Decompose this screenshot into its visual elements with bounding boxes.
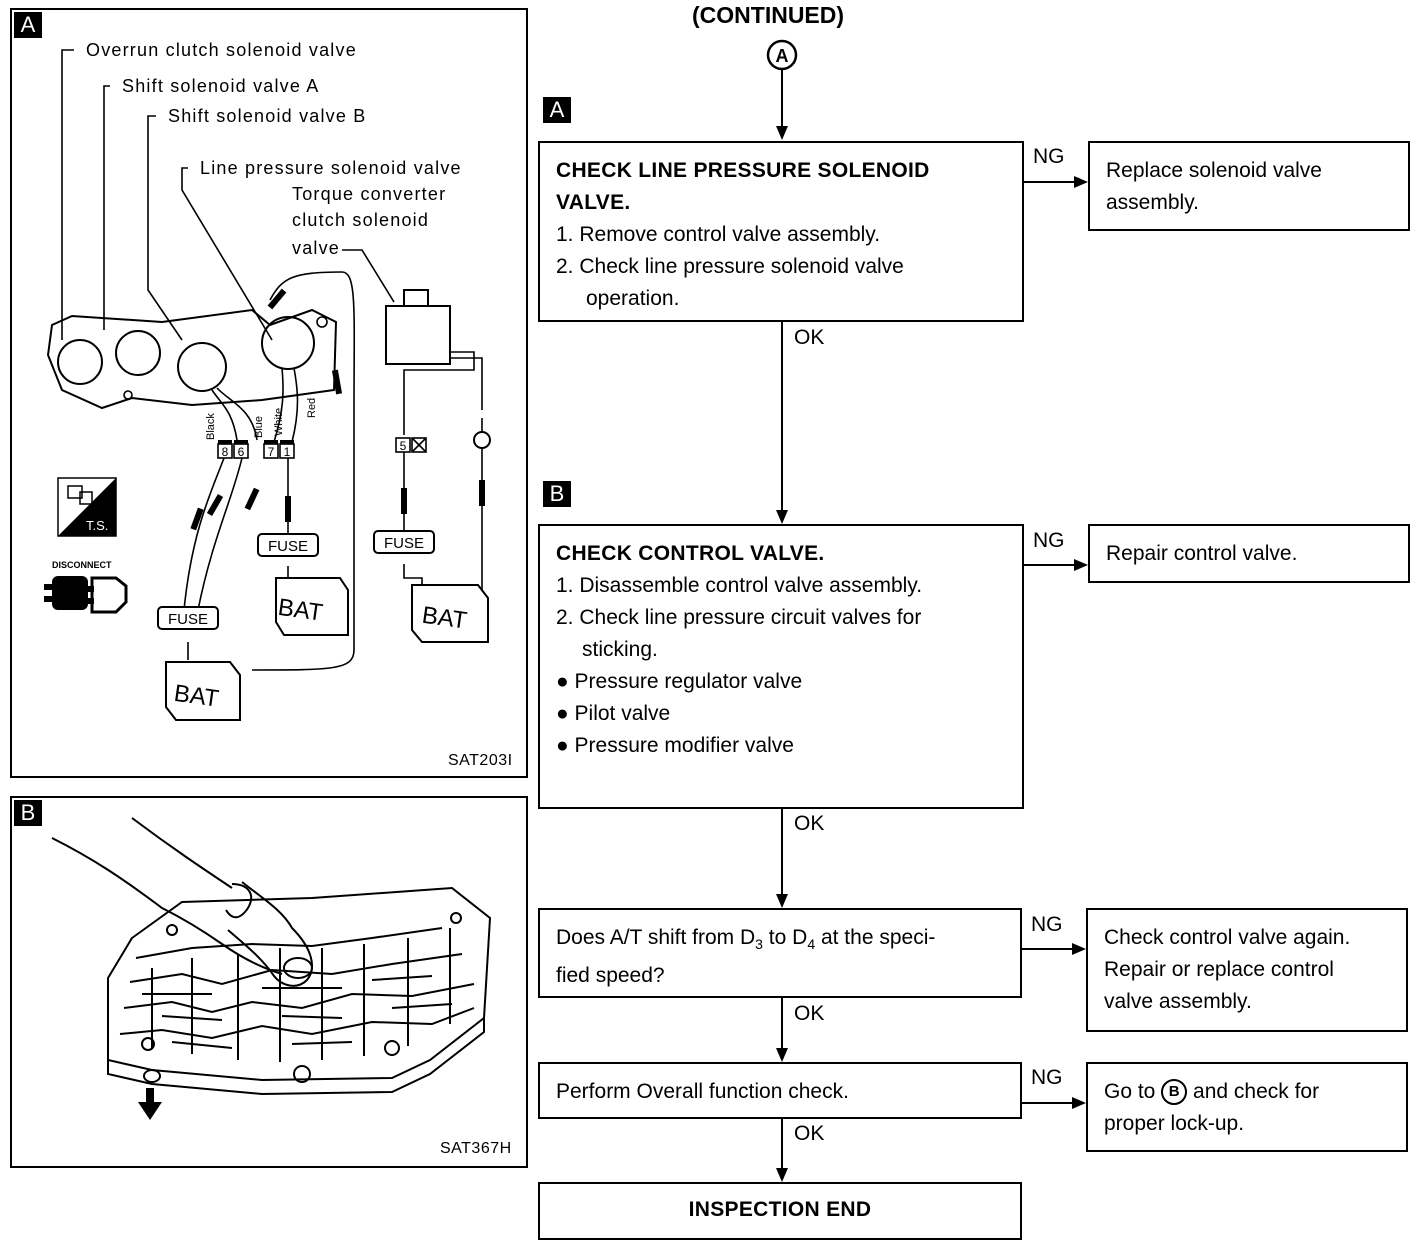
arrow-to-step3 [776,894,788,908]
step2-bullet2: ● Pilot valve [556,702,671,725]
ng2-text: Repair control valve. [1106,542,1298,565]
arrow-to-step1 [776,126,788,140]
ng-check-control-valve-again: Check control valve again. Repair or rep… [1086,908,1408,1032]
step-shift-d3-d4-question: Does A/T shift from D3 to D4 at the spec… [538,908,1022,998]
end-text: INSPECTION END [688,1198,872,1221]
connector-b-icon: B [1161,1079,1188,1105]
fuse-label-2: FUSE [384,535,424,552]
figure-b-panel: B [10,796,528,1168]
disconnect-label: DISCONNECT [52,560,112,570]
connector-a-letter: A [776,46,789,66]
ng3-line3: valve assembly. [1104,990,1252,1013]
figure-a-tag: A [14,12,42,38]
figure-b-tag: B [14,800,42,826]
label-tcc-line1: Torque converter [292,184,447,204]
step2-bullet1: ● Pressure regulator valve [556,670,803,693]
fuse-label-1: FUSE [268,538,308,555]
ng-arrow-3 [1072,943,1086,955]
step2-item1: 1. Disassemble control valve assembly. [556,574,923,597]
fuse-label-3: FUSE [168,611,208,628]
ng-go-to-b: Go to B and check for proper lock-up. [1086,1062,1408,1152]
ng-arrow-4 [1072,1097,1086,1109]
step2-item2: 2. Check line pressure circuit valves fo… [556,606,922,629]
step-check-line-pressure-solenoid: CHECK LINE PRESSURE SOLENOID VALVE. 1. R… [538,141,1024,322]
bat-label-1: BAT [276,594,325,627]
step-check-control-valve: CHECK CONTROL VALVE. 1. Disassemble cont… [538,524,1024,809]
arrow-to-step4 [776,1048,788,1062]
step1-item1: 1. Remove control valve assembly. [556,223,881,246]
continued-heading: (CONTINUED) [692,2,845,28]
figure-a-panel: A Overrun clutch solenoid valve Shift so… [10,8,528,778]
figure-a-code: SAT203I [448,752,513,769]
step2-title: CHECK CONTROL VALVE. [556,542,825,565]
label-shift-solenoid-a: Shift solenoid valve A [122,76,320,96]
label-shift-solenoid-b: Shift solenoid valve B [168,106,367,126]
flow-tag-a: A [543,97,571,123]
terminal-6: 6 [238,445,245,459]
step3-question-line1: Does A/T shift from D3 to D4 at the spec… [556,926,936,953]
ng4-line1: Go to B and check for [1104,1079,1320,1105]
ng-repair-control-valve: Repair control valve. [1088,524,1410,583]
step-overall-function-check: Perform Overall function check. [538,1062,1022,1119]
label-tcc-line2: clutch solenoid [292,210,430,230]
flow-tag-b: B [543,481,571,507]
ok-label-1: OK [794,326,825,349]
ng-label-1: NG [1033,145,1065,168]
control-valve-body-illustration [51,817,492,1120]
wire-red-label: Red [306,398,318,418]
inspection-end: INSPECTION END [538,1182,1022,1240]
step4-text: Perform Overall function check. [556,1080,849,1103]
arrow-to-end [776,1168,788,1182]
step2-bullet3: ● Pressure modifier valve [556,734,794,757]
label-line-pressure-solenoid: Line pressure solenoid valve [200,158,462,178]
step1-item2: 2. Check line pressure solenoid valve [556,255,904,278]
ts-icon: T.S. [57,477,117,537]
bat-label-3: BAT [172,680,221,713]
ng3-line1: Check control valve again. [1104,926,1351,949]
ng4-line2: proper lock-up. [1104,1112,1245,1135]
ok-label-3: OK [794,1002,825,1025]
step3-question-line2: fied speed? [556,964,665,988]
terminal-7: 7 [268,445,275,459]
label-tcc-line3: valve [292,238,341,258]
bat-label-2: BAT [420,602,469,635]
ok-label-2: OK [794,812,825,835]
step2-item2b: sticking. [582,638,658,661]
step1-title-line2: VALVE. [556,191,631,214]
arrow-to-step2 [776,510,788,524]
ok-label-4: OK [794,1122,825,1145]
wire-black-label: Black [205,413,217,440]
step1-title-line1: CHECK LINE PRESSURE SOLENOID [556,159,930,182]
figure-b-code: SAT367H [440,1140,512,1157]
ng-label-2: NG [1033,529,1065,552]
ng1-text: Replace solenoid valve assembly. [1106,159,1322,214]
wire-white-label: White [273,408,285,436]
terminal-1: 1 [284,445,291,459]
label-overrun-clutch: Overrun clutch solenoid valve [86,40,357,60]
terminal-5: 5 [400,439,407,453]
ts-label: T.S. [86,518,108,533]
ng-arrow-2 [1074,559,1088,571]
step1-item2b: operation. [586,287,680,310]
wire-blue-label: Blue [253,416,265,438]
ng-arrow-1 [1074,176,1088,188]
ng-replace-solenoid-valve: Replace solenoid valve assembly. [1088,141,1410,231]
solenoid-wiring-diagram: Black Blue White Red 8 6 7 1 5 FUSE FUSE… [44,49,491,721]
disconnect-icon: DISCONNECT [44,560,128,614]
ng-label-3: NG [1031,913,1063,936]
terminal-8: 8 [222,445,229,459]
ng3-line2: Repair or replace control [1104,958,1334,981]
ng-label-4: NG [1031,1066,1063,1089]
